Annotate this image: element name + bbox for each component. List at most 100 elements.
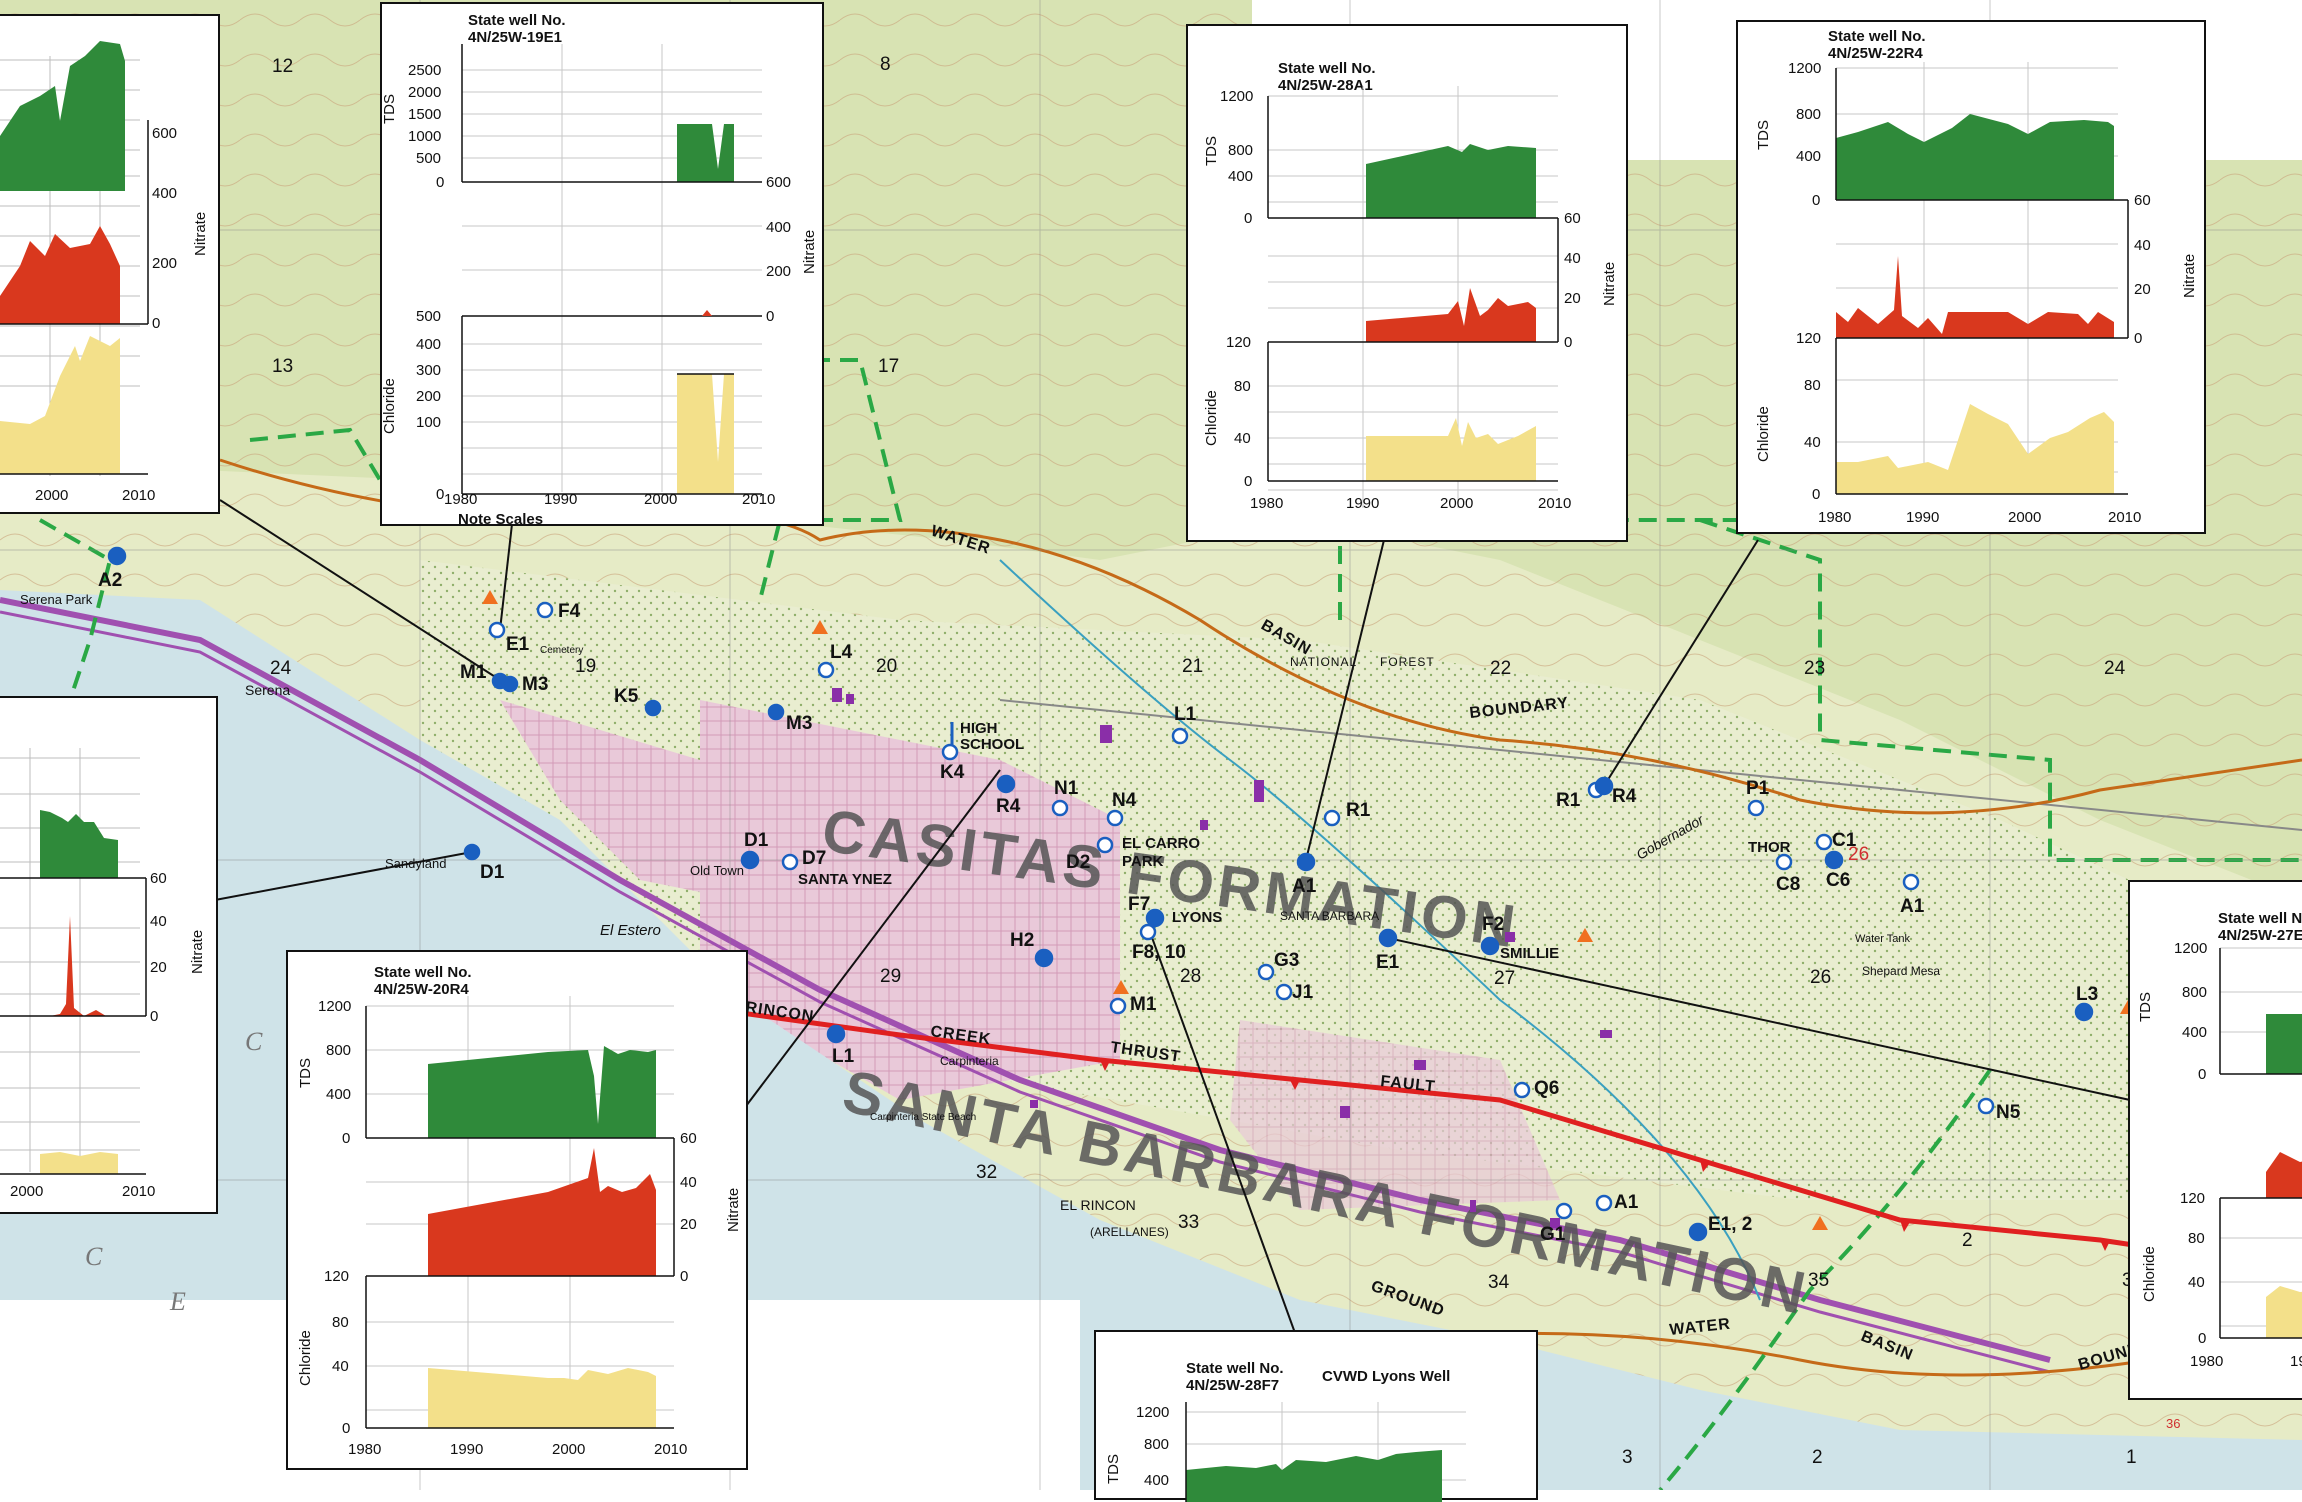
well-marker-hollow[interactable] <box>1747 799 1765 817</box>
well-marker-filled[interactable] <box>1594 776 1614 796</box>
well-label-d1-west: D1 <box>480 862 505 883</box>
place-arellanes: (ARELLANES) <box>1090 1225 1169 1239</box>
20R4-nitrate-tick-20: 20 <box>680 1216 697 1233</box>
22R4-tds-tick-1200: 1200 <box>1788 60 1821 77</box>
28A1-tds-tick-800: 800 <box>1228 142 1253 159</box>
well-marker-hollow[interactable] <box>1257 963 1275 981</box>
section-24-right: 24 <box>2104 658 2126 679</box>
tl-nitrate-tick-400: 400 <box>152 185 177 202</box>
forest-label-forest: FOREST <box>1380 655 1435 669</box>
well-label-f7: F7 <box>1128 894 1150 915</box>
ocean-letter-2: C <box>85 1242 103 1271</box>
20R4-year-2000: 2000 <box>552 1441 585 1458</box>
well-marker-hollow[interactable] <box>941 743 959 761</box>
inset-28F7-title: State well No. 4N/25W-28F7 <box>1186 1360 1284 1394</box>
well-marker-filled[interactable] <box>1480 936 1500 956</box>
well-marker-hollow[interactable] <box>1977 1097 1995 1115</box>
section-29: 29 <box>880 966 901 987</box>
well-marker-hollow[interactable] <box>781 853 799 871</box>
well-label-d1-east: D1 <box>744 830 769 851</box>
well-marker-filled[interactable] <box>1378 928 1398 948</box>
well-marker-hollow[interactable] <box>1275 983 1293 1001</box>
well-marker-filled[interactable] <box>107 546 127 566</box>
place-water-tank: Water Tank <box>1855 933 1911 945</box>
section-23: 23 <box>1804 658 1825 679</box>
well-label-l4: L4 <box>830 642 853 663</box>
place-serena-park: Serena Park <box>20 592 93 607</box>
well-label-j1: J1 <box>1292 982 1314 1003</box>
well-label-e1-west: E1 <box>506 634 530 655</box>
well-marker-hollow[interactable] <box>1109 997 1127 1015</box>
well-marker-filled[interactable] <box>1688 1222 1708 1242</box>
20R4-tds-label: TDS <box>297 1058 314 1088</box>
well-marker-hollow[interactable] <box>1902 873 1920 891</box>
well-marker-hollow[interactable] <box>1171 727 1189 745</box>
28F7-tds-tick-800: 800 <box>1144 1436 1169 1453</box>
well-marker-filled[interactable] <box>501 675 519 693</box>
27E-year-19: 19 <box>2290 1353 2302 1370</box>
well-marker-filled[interactable] <box>463 843 481 861</box>
20R4-chloride-area <box>428 1368 656 1428</box>
well-label-p1: P1 <box>1746 778 1770 799</box>
well-marker-hollow[interactable] <box>1555 1202 1573 1220</box>
well-marker-hollow[interactable] <box>1051 799 1069 817</box>
well-marker-hollow[interactable] <box>1096 836 1114 854</box>
well-label-r4-west: R4 <box>996 796 1021 817</box>
well-marker-hollow[interactable] <box>1775 853 1793 871</box>
well-label-m1-west: M1 <box>460 662 487 683</box>
well-marker-filled[interactable] <box>1145 908 1165 928</box>
well-marker-hollow[interactable] <box>1106 809 1124 827</box>
well-marker-filled[interactable] <box>996 774 1016 794</box>
28F7-tds-tick-1200: 1200 <box>1136 1404 1169 1421</box>
well-marker-filled[interactable] <box>740 850 760 870</box>
well-label-el-carro: EL CARRO <box>1122 835 1200 852</box>
19E1-tds-tick-0: 0 <box>436 174 444 191</box>
28A1-chloride-tick-80: 80 <box>1234 378 1251 395</box>
well-marker-filled[interactable] <box>1034 948 1054 968</box>
well-label-r4-east: R4 <box>1612 786 1637 807</box>
22R4-nitrate-area <box>1836 256 2114 338</box>
well-marker-filled[interactable] <box>1296 852 1316 872</box>
19E1-tds-area <box>677 124 734 182</box>
27E-chloride-tick-120: 120 <box>2180 1190 2205 1207</box>
well-marker-hollow[interactable] <box>1139 923 1157 941</box>
well-label-l3: L3 <box>2076 984 2098 1005</box>
well-marker-filled[interactable] <box>644 699 662 717</box>
well-marker-hollow[interactable] <box>1815 833 1833 851</box>
well-label-f8-10: F8, 10 <box>1132 942 1186 963</box>
well-label-m1-east: M1 <box>1130 994 1157 1015</box>
well-marker-filled[interactable] <box>767 703 785 721</box>
22R4-year-2000: 2000 <box>2008 509 2041 526</box>
27E-chloride-tick-0: 0 <box>2198 1330 2206 1347</box>
19E1-chloride-tick-500: 500 <box>416 308 441 325</box>
19E1-tds-label: TDS <box>382 94 398 124</box>
well-marker-filled[interactable] <box>1824 850 1844 870</box>
leader-tl <box>219 499 501 681</box>
inset-27E-title: State well N 4N/25W-27E <box>2218 910 2302 944</box>
well-label-n5: N5 <box>1996 1102 2021 1123</box>
20R4-chloride-tick-120: 120 <box>324 1268 349 1285</box>
inset-19E1-title: State well No. 4N/25W-19E1 <box>468 12 566 46</box>
well-marker-filled[interactable] <box>2074 1002 2094 1022</box>
22R4-chloride-tick-120: 120 <box>1796 330 1821 347</box>
20R4-chloride-label: Chloride <box>297 1330 314 1386</box>
19E1-year-1980: 1980 <box>444 491 477 508</box>
well-marker-hollow[interactable] <box>488 621 506 639</box>
well-label-a2: A2 <box>98 570 122 591</box>
well-marker-hollow[interactable] <box>1595 1194 1613 1212</box>
ocean-letter-1: C <box>245 1027 263 1056</box>
well-marker-hollow[interactable] <box>1513 1081 1531 1099</box>
28A1-nitrate-tick-60: 60 <box>1564 210 1581 227</box>
section-17: 17 <box>878 356 899 377</box>
well-marker-filled[interactable] <box>826 1024 846 1044</box>
22R4-year-2010: 2010 <box>2108 509 2141 526</box>
place-state-beach: Carpinteria State Beach <box>870 1112 976 1123</box>
20R4-year-1980: 1980 <box>348 1441 381 1458</box>
section-28: 28 <box>1180 966 1201 987</box>
well-marker-hollow[interactable] <box>536 601 554 619</box>
well-marker-hollow[interactable] <box>817 661 835 679</box>
28F7-tds-label: TDS <box>1105 1454 1122 1484</box>
section-2-b: 2 <box>1812 1447 1823 1468</box>
well-marker-hollow[interactable] <box>1323 809 1341 827</box>
22R4-tds-tick-800: 800 <box>1796 106 1821 123</box>
